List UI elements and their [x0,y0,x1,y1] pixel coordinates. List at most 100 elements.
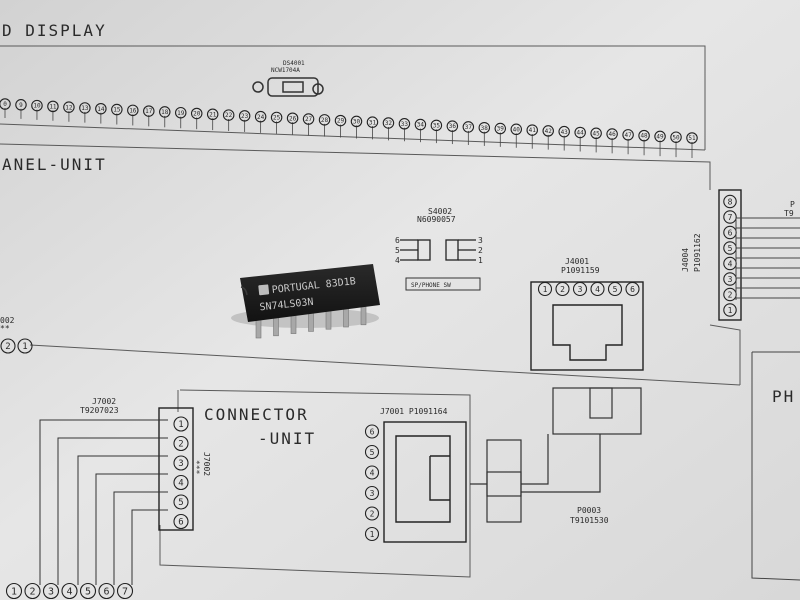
j7001-pin-label: 4 [370,468,375,477]
top-pin-label-circle [190,107,203,120]
j4001-pin-label: 2 [560,285,565,294]
j7001-pin-label-circle [364,444,380,460]
top-pin-label: 18 [161,109,169,116]
top-pin-label-circle [206,108,219,121]
j4004-pin-label: 5 [728,244,733,253]
j7002-part: T9207023 [80,406,119,415]
bottom-pin-label-circle [116,582,134,600]
j4004-pin-label: 1 [728,306,733,315]
bottom-pin-label-circle [42,582,60,600]
j7002-pin-label-circle [173,455,189,471]
top-pin-label: 36 [449,123,457,130]
top-pin-label: 42 [545,128,553,135]
s4002-left-pin-label: 4 [395,256,400,265]
top-pin-label-circle [686,132,698,144]
top-pin-label: 12 [65,104,73,111]
j7001-jack-symbol [383,421,467,543]
top-pin-label-circle [526,124,538,136]
j7001-pin-label: 5 [370,448,375,457]
top-pin-label-circle [159,106,171,118]
j4001-pin-label: 5 [613,285,618,294]
j7001-pin-label: 6 [370,427,375,436]
chip-leg [273,315,279,337]
j7002-header-symbol [158,407,194,531]
j4004-header-symbol [718,189,742,321]
top-pin-label-circle [510,123,523,136]
top-pin-label-circle [302,113,315,125]
j4004-part: P1091162 [693,233,702,272]
j4004-pin-label-circle [723,303,737,317]
top-pin-label-circle [542,125,554,137]
top-pin-label: 15 [113,107,121,114]
j7002-pin-label: 5 [178,498,183,508]
top-pin-label: 27 [305,116,313,123]
right-side-lines [735,217,800,581]
s4002-left-pin-label: 5 [395,246,400,255]
j7002-wires [39,419,168,585]
top-pin-label-circle [286,112,299,124]
top-pin-label-circle [606,128,618,140]
top-pin-label-circle [462,121,475,133]
ds4001-part: NCW1704A [271,67,300,74]
j4001-pin-label-circle [555,281,570,297]
j4004-pin-label: 2 [728,290,733,299]
j4001-pin-label-circle [607,281,623,297]
left-ref: 002 [0,316,15,325]
top-pin-label-circle [0,98,11,110]
j4001-pin-label: 1 [543,285,548,294]
top-pin-label-circle [366,116,379,128]
j7002-pin-label: 6 [178,518,183,528]
top-pin-label-circle [31,99,43,112]
top-pin-label-circle [334,114,347,127]
chip-leg [290,313,297,334]
top-pin-label: 43 [561,129,569,136]
chip-leg [255,317,262,339]
top-pin-label: 0 [3,101,7,108]
top-pin-label: 14 [97,106,105,113]
top-pin-label-circle [47,100,59,113]
panel-unit-title: ANEL-UNIT [2,155,107,174]
j4001-part: P1091159 [561,266,600,275]
bottom-pin-label: 4 [66,587,72,598]
j4004-pin-label: 8 [728,197,733,206]
panel-unit-frame [0,143,741,386]
top-pin-label-circle [95,102,107,115]
top-pin-label: 50 [672,134,680,141]
j4004-pin-label: 3 [728,275,733,284]
top-pin-label: 20 [193,111,201,118]
top-pin-label: 16 [129,107,137,114]
j4004-pin-label: 6 [728,228,733,237]
bottom-pin-label-circle [5,582,23,600]
top-pin-label-circle [478,121,491,134]
p0003-part: T9101530 [570,516,609,525]
left-pin-label-circle [0,338,16,354]
j7002-stars: *** [192,460,201,475]
top-pin-label: 13 [81,105,89,112]
ic-chip: PORTUGAL 83D1B SN74LS03N [231,264,380,339]
texas-instruments-logo-icon [258,284,270,296]
top-pin-label-circle [430,119,443,132]
top-pin-label: 48 [640,133,648,140]
p0003-connector [470,387,642,523]
top-pin-label: 30 [353,118,361,125]
j4001-pin-label-circle [572,281,588,297]
left-pin-label: 1 [22,342,27,352]
j7002-pin-label: 1 [178,420,183,430]
connector-unit-title: CONNECTOR [204,405,309,424]
top-pin-label-circle [590,127,602,140]
bottom-pin-label: 2 [29,587,35,598]
top-pin-label: 11 [49,103,57,110]
top-pin-label: 39 [497,126,505,133]
j4001-pin-label-circle [625,281,640,297]
top-pin-label-circle [79,102,91,114]
top-pin-label-circle [15,99,27,111]
top-pin-label: 40 [513,126,521,133]
top-pin-label-circle [143,105,155,117]
bottom-pin-label-circle [61,582,78,600]
top-pin-label: 24 [257,114,265,121]
top-pin-label-circle [638,129,650,142]
j4001-pin-label-circle [590,281,605,297]
